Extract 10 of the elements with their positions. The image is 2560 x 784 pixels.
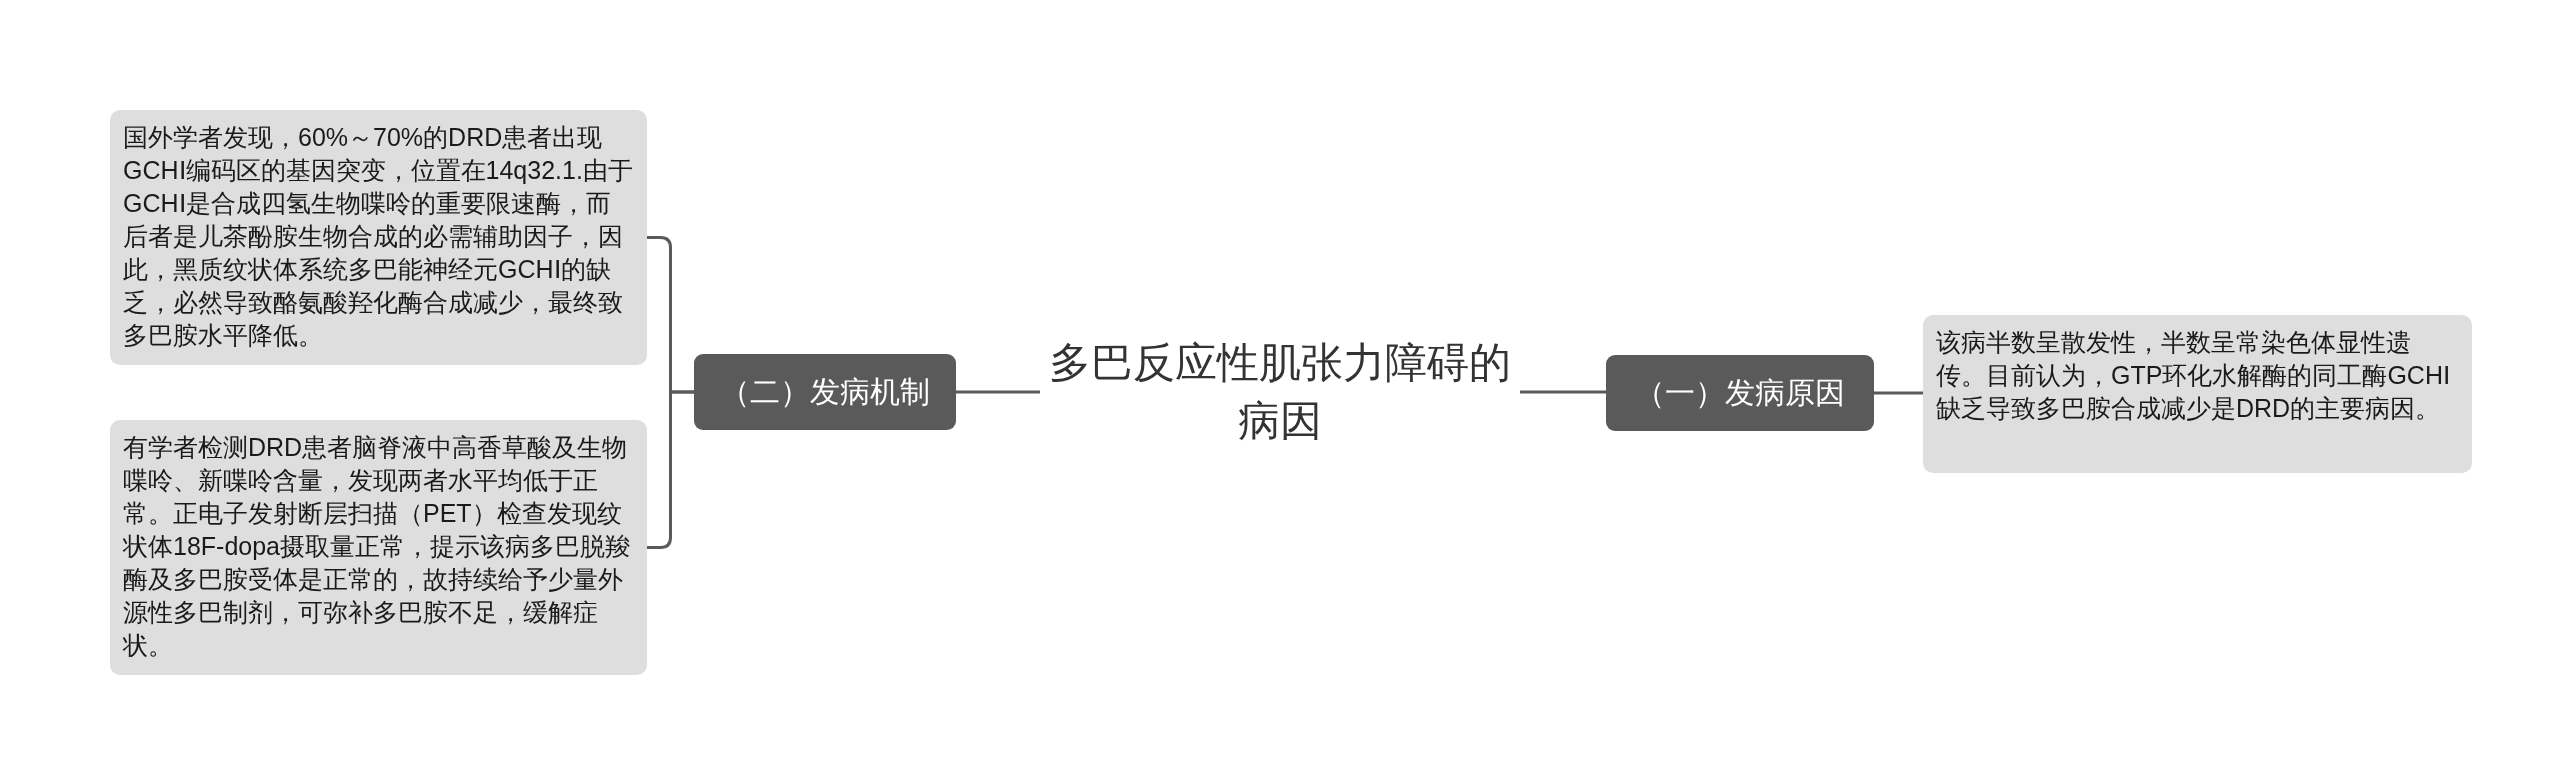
connector-line	[956, 390, 1040, 394]
topic-box: （二）发病机制	[694, 354, 956, 430]
note-box: 该病半数呈散发性，半数呈常染色体显性遗传。目前认为，GTP环化水解酶的同工酶GCHⅠ缺乏导致多巴胺合成减少是DRD的主要病因。	[1923, 315, 2472, 473]
connector-line	[1874, 391, 1923, 395]
topic-box: （一）发病原因	[1606, 355, 1874, 431]
note-box: 国外学者发现，60%～70%的DRD患者出现GCHⅠ编码区的基因突变，位置在14q32.1.由于GCHⅠ是合成四氢生物喋呤的重要限速酶，而后者是儿茶酚胺生物合成的必需辅助因子，因此，黑质纹状体系统多巴能神经元GCHⅠ的缺乏，必然导致酪氨酸羟化酶合成减少，最终致多巴胺水平降低。	[110, 110, 647, 365]
central-topic: 多巴反应性肌张力障碍的病因	[1040, 334, 1520, 450]
note-box: 有学者检测DRD患者脑脊液中高香草酸及生物喋呤、新喋呤含量，发现两者水平均低于正常。正电子发射断层扫描（PET）检查发现纹状体18F-dopa摄取量正常，提示该病多巴脱羧酶及多巴胺受体是正常的，故持续给予少量外源性多巴制剂，可弥补多巴胺不足，缓解症状。	[110, 420, 647, 675]
connector-line	[1520, 390, 1606, 394]
connector-line	[647, 390, 694, 549]
